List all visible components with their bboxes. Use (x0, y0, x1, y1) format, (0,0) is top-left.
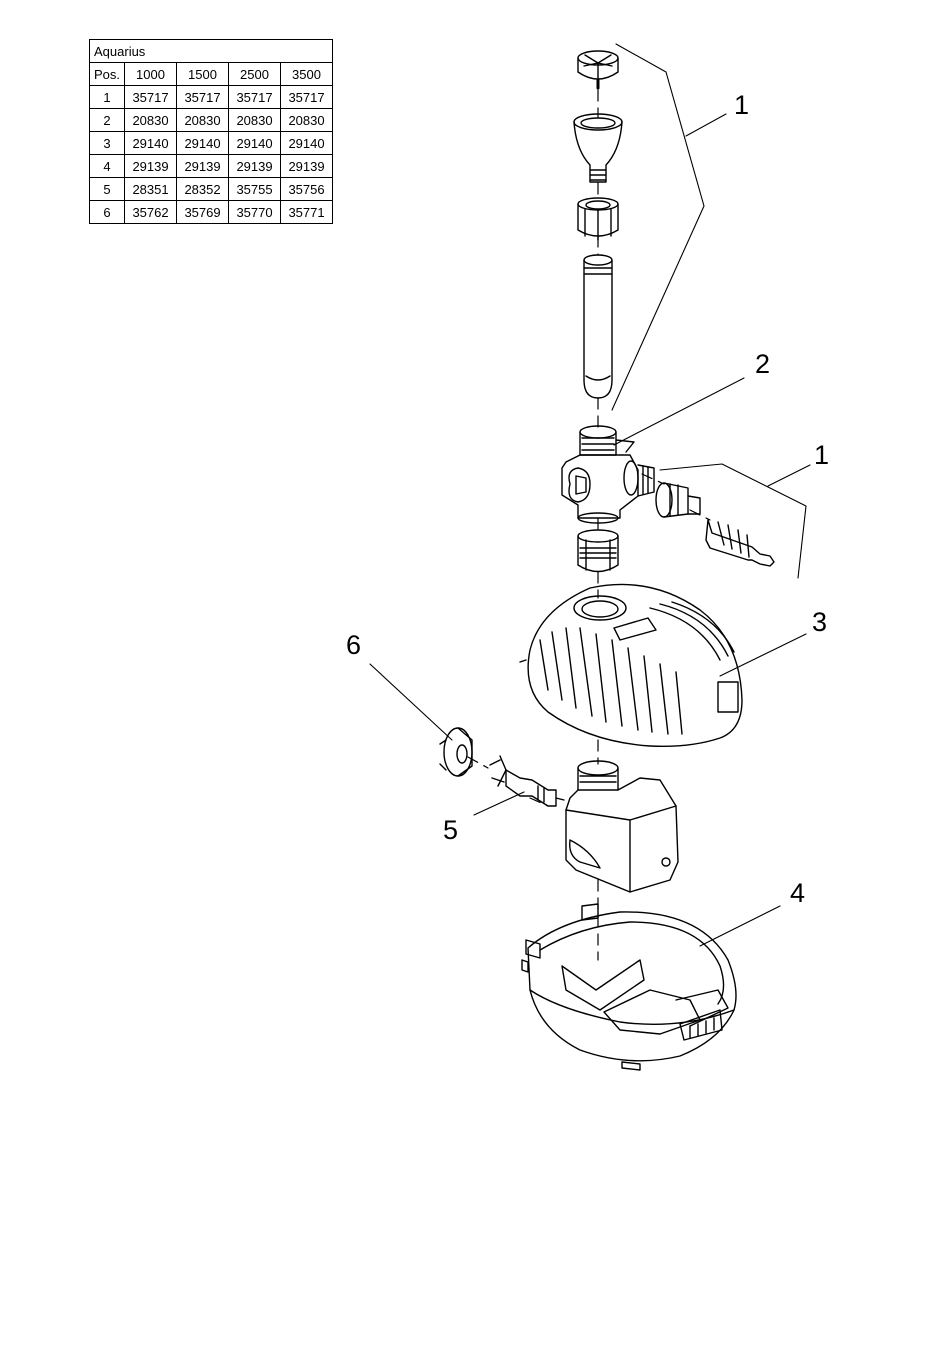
t-piece-valve-part (562, 426, 654, 523)
leader-line-1-side-tick (768, 465, 810, 486)
nut-part (578, 198, 618, 240)
base-tray-part (522, 904, 736, 1070)
callout-6: 6 (346, 630, 361, 660)
threaded-adapter-part (578, 530, 618, 572)
leader-line-6 (370, 664, 452, 740)
callout-3: 3 (812, 607, 827, 637)
leader-line-4 (700, 906, 780, 946)
riser-tube-part (584, 255, 612, 398)
bearing-cover-part (440, 728, 472, 776)
leader-line-1-top (612, 44, 704, 410)
nozzle-cap-part (578, 51, 618, 88)
pump-motor-part (566, 761, 678, 892)
callout-1-side: 1 (814, 440, 829, 470)
funnel-nozzle-part (574, 114, 622, 182)
filter-cover-part (520, 584, 742, 746)
leader-line-1-side (660, 464, 806, 578)
leader-line-1-top-tick (686, 114, 726, 136)
leader-line-2 (614, 378, 744, 445)
assembly-axis (468, 90, 710, 960)
callout-1-top: 1 (734, 90, 749, 120)
leader-line-3 (720, 634, 806, 676)
impeller-rotor-part (490, 756, 564, 806)
callout-5: 5 (443, 815, 458, 845)
callout-2: 2 (755, 349, 770, 379)
leader-line-5 (474, 792, 524, 815)
callout-4: 4 (790, 878, 805, 908)
callout-labels: 1 2 1 3 6 5 4 (346, 90, 829, 908)
hose-tail-part (706, 520, 774, 566)
